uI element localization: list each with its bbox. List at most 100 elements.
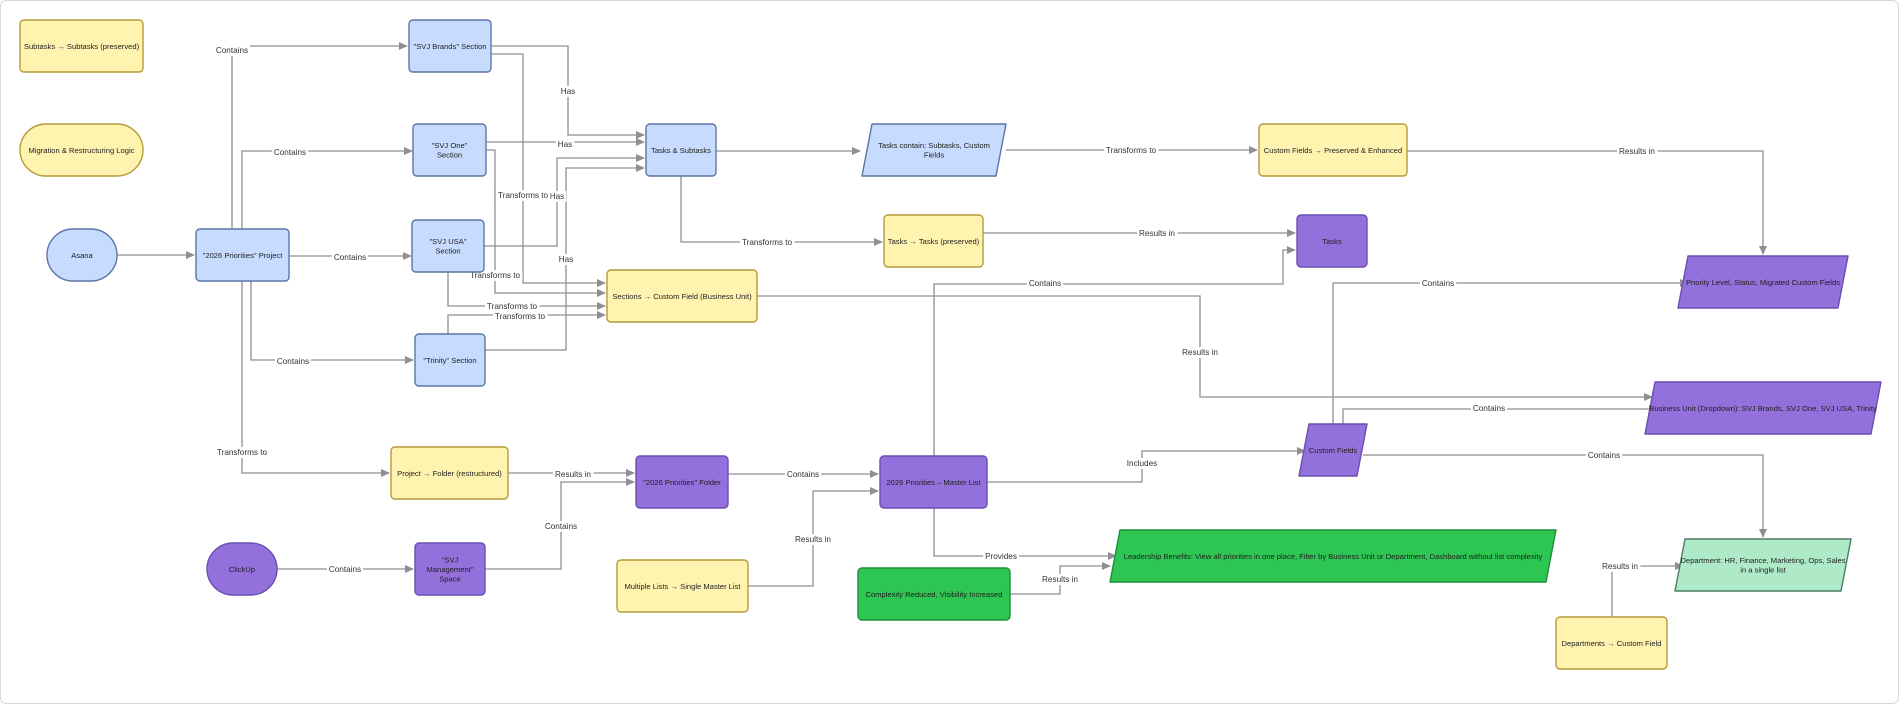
edge-label-text: Transforms to (495, 312, 546, 321)
edge-label-contains: Contains (274, 356, 312, 367)
node-shape (616, 559, 749, 613)
edge-label-text: Contains (1588, 451, 1620, 460)
edge-label-bg (555, 139, 575, 150)
edge-label-text: Transforms to (742, 238, 793, 247)
edge-label-bg (784, 469, 822, 480)
edge-label-text: Transforms to (487, 302, 538, 311)
node-shape (414, 333, 486, 387)
edge-12 (486, 149, 606, 297)
node-label: "SVJ Brands" Section (414, 42, 487, 51)
edge-3 (241, 147, 413, 229)
node-project-folder[interactable]: Project → Folder (restructured) (390, 446, 509, 500)
node-label: Department: HR, Finance, Marketing, Ops,… (1680, 556, 1845, 575)
node-label: Tasks → Tasks (preserved) (888, 237, 980, 246)
edge-label-bg (214, 447, 270, 458)
edge-label-results-in: Results in (1600, 561, 1641, 572)
node-tasks[interactable]: Tasks (1296, 214, 1368, 268)
edge-label-bg (739, 237, 795, 248)
node-custom-fields[interactable]: Custom Fields (1298, 423, 1368, 477)
edge-label-contains: Contains (1419, 278, 1457, 289)
edge-18 (680, 176, 883, 246)
node-shape (1674, 538, 1852, 592)
edge-label-text: Results in (1182, 348, 1218, 357)
edge-label-text: Results in (795, 535, 831, 544)
edge-label-contains: Contains (784, 469, 822, 480)
node-label: Business Unit (Dropdown): SVJ Brands, SV… (1649, 404, 1877, 413)
edge-label-bg (558, 86, 578, 97)
node-svj-usa[interactable]: "SVJ USA"Section (411, 219, 485, 273)
node-shape (408, 19, 492, 73)
edge-label-transforms-to: Transforms to (484, 301, 540, 312)
edge-label-bg (542, 521, 580, 532)
node-folder-2026[interactable]: "2026 Priorities" Folder (635, 455, 729, 509)
node-shape (195, 228, 290, 282)
node-shape (1644, 381, 1882, 435)
node-project-2026[interactable]: "2026 Priorities" Project (195, 228, 290, 282)
edge-label-text: Has (561, 87, 576, 96)
edge-label-text: Contains (1029, 279, 1061, 288)
node-label: "2026 Priorities" Folder (643, 478, 721, 487)
edge-label-text: Transforms to (498, 191, 549, 200)
node-label: "2026 Priorities" Project (203, 251, 284, 260)
edge-label-text: Contains (545, 522, 577, 531)
node-shape (635, 455, 729, 509)
edge-28 (1342, 405, 1658, 424)
node-label: Complexity Reduced, Visibility Increased (865, 590, 1002, 599)
edge-label-text: Has (550, 192, 565, 201)
edge-label-bg (1124, 458, 1160, 469)
edge-label-results-in: Results in (1617, 146, 1658, 157)
node-shape (606, 269, 758, 323)
node-label: Multiple Lists → Single Master List (624, 582, 741, 591)
edge-label-text: Contains (216, 46, 248, 55)
node-sections-custom-field[interactable]: Sections → Custom Field (Business Unit) (606, 269, 758, 323)
node-leadership-benefits[interactable]: Leadership Benefits: View all priorities… (1109, 529, 1557, 583)
node-shape (19, 123, 144, 177)
node-multiple-lists[interactable]: Multiple Lists → Single Master List (616, 559, 749, 613)
node-asana[interactable]: Asana (46, 228, 118, 282)
node-label: Priority Level, Status, Migrated Custom … (1686, 278, 1840, 287)
node-svj-one[interactable]: "SVJ One"Section (412, 123, 487, 177)
edge-label-text: Contains (274, 148, 306, 157)
node-departments-cf[interactable]: Departments → Custom Field (1555, 616, 1668, 670)
edge-label-bg (1600, 561, 1641, 572)
node-tasks-subtasks[interactable]: Tasks & Subtasks (645, 123, 717, 177)
edge-label-contains: Contains (326, 564, 364, 575)
node-shape (1296, 214, 1368, 268)
node-shape (645, 123, 717, 177)
edge-27 (1332, 279, 1689, 424)
node-business-unit[interactable]: Business Unit (Dropdown): SVJ Brands, SV… (1644, 381, 1882, 435)
edge-label-bg (271, 147, 309, 158)
node-priority-level[interactable]: Priority Level, Status, Migrated Custom … (1677, 255, 1849, 309)
node-clickup[interactable]: ClickUp (206, 542, 278, 596)
edge-label-text: Contains (1422, 279, 1454, 288)
node-shape (19, 19, 144, 73)
node-tasks-preserved[interactable]: Tasks → Tasks (preserved) (883, 214, 984, 268)
node-master-list[interactable]: 2026 Priorities – Master List (879, 455, 988, 509)
edge-label-text: Transforms to (1106, 146, 1157, 155)
node-label: Project → Folder (restructured) (397, 469, 502, 478)
edge-30 (933, 508, 1117, 560)
node-complexity-reduced[interactable]: Complexity Reduced, Visibility Increased (857, 567, 1011, 621)
node-shape (861, 123, 1007, 177)
node-svj-brands[interactable]: "SVJ Brands" Section (408, 19, 492, 73)
edge-20 (757, 295, 1653, 401)
edge-label-transforms-to: Transforms to (1103, 145, 1159, 156)
node-custom-fields-preserved[interactable]: Custom Fields → Preserved & Enhanced (1258, 123, 1408, 177)
node-subtasks-legend[interactable]: Subtasks → Subtasks (preserved) (19, 19, 144, 73)
nodes-layer: Subtasks → Subtasks (preserved) Migration… (19, 19, 1882, 670)
node-trinity[interactable]: "Trinity" Section (414, 333, 486, 387)
edge-13 (447, 272, 606, 310)
edge-5 (250, 281, 414, 364)
edge-label-contains: Contains (331, 252, 369, 263)
edge-label-results-in: Results in (1137, 228, 1178, 239)
node-migration-logic[interactable]: Migration & Restructuring Logic (19, 123, 144, 177)
node-shape (883, 214, 984, 268)
node-label: "SVJ USA"Section (429, 237, 466, 256)
edge-label-text: Contains (1473, 404, 1505, 413)
edge-17 (1407, 150, 1767, 255)
edge-label-bg (1103, 145, 1159, 156)
node-department[interactable]: Department: HR, Finance, Marketing, Ops,… (1674, 538, 1852, 592)
